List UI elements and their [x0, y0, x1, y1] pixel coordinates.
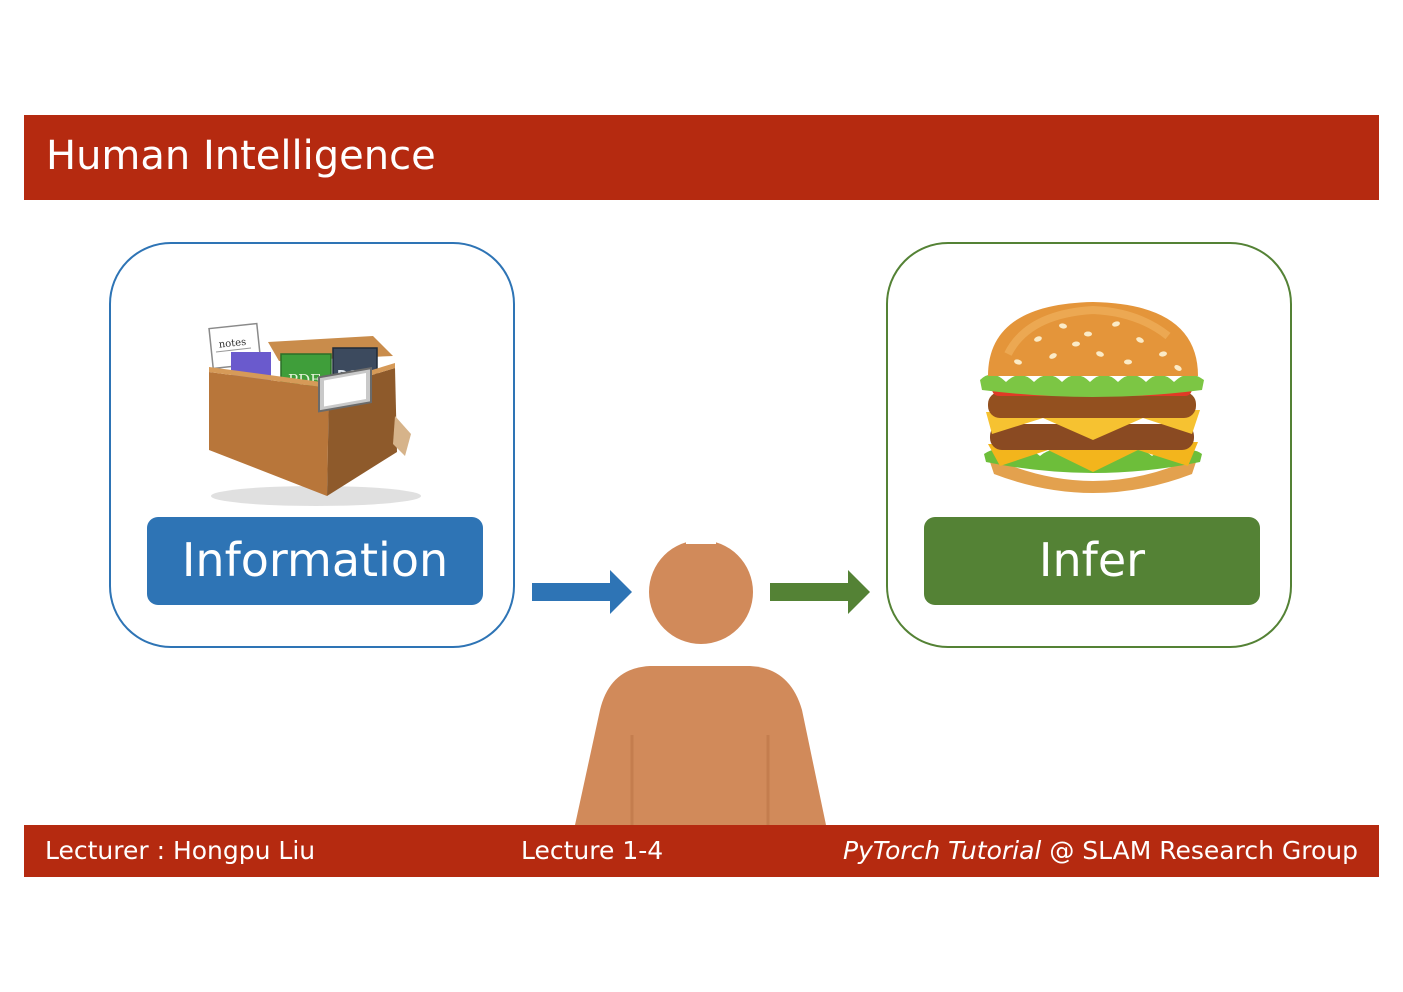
notes-label: notes [218, 337, 247, 351]
infer-label: Infer [924, 517, 1260, 605]
lecturer-name: Lecturer : Hongpu Liu [45, 836, 316, 865]
course-credit: PyTorch Tutorial @ SLAM Research Group [843, 825, 1358, 877]
infer-panel: Infer [886, 242, 1292, 648]
arrow-right-icon [532, 570, 632, 614]
person-icon [575, 540, 826, 825]
course-group: @ SLAM Research Group [1041, 836, 1358, 865]
course-title: PyTorch Tutorial [843, 836, 1042, 865]
hamburger-icon [980, 302, 1204, 493]
arrow-right-icon [770, 570, 870, 614]
information-label: Information [147, 517, 483, 605]
footer-bar: Lecturer : Hongpu Liu Lecture 1-4 PyTorc… [24, 825, 1379, 877]
title-bar: Human Intelligence [24, 115, 1379, 200]
file-box-icon: notes PDFs DOCS [208, 322, 421, 506]
slide-title: Human Intelligence [46, 133, 436, 179]
information-panel: notes PDFs DOCS Information [109, 242, 515, 648]
lecture-number: Lecture 1-4 [521, 836, 664, 865]
